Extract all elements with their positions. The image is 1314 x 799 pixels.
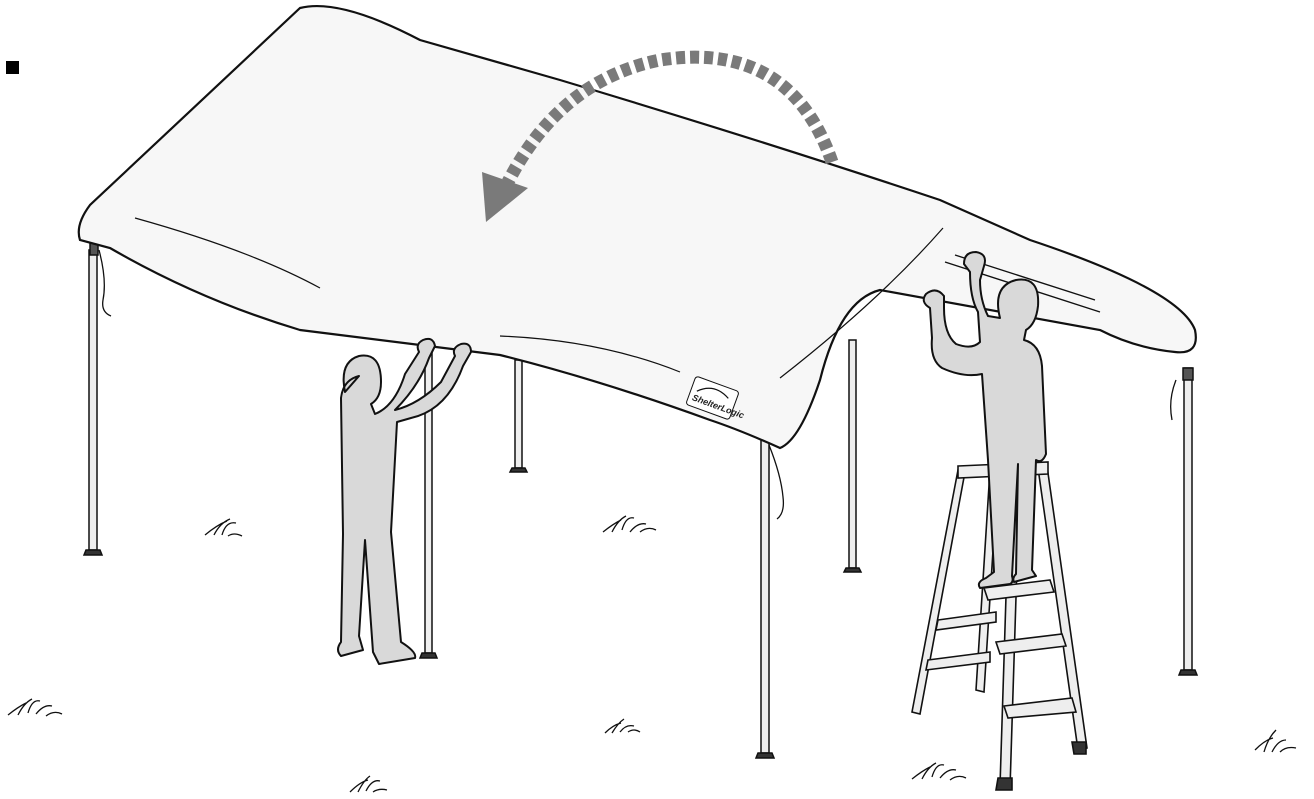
grass-tuft bbox=[603, 516, 656, 532]
leg-front-right bbox=[1184, 368, 1192, 670]
leg-foot bbox=[756, 753, 774, 758]
ladder-step bbox=[1004, 698, 1076, 718]
leg-back-center bbox=[515, 360, 522, 468]
leg-foot bbox=[1179, 670, 1197, 675]
grass-tuft bbox=[605, 719, 640, 733]
leg-foot bbox=[84, 550, 102, 555]
ladder-rail-back bbox=[912, 470, 965, 714]
grass-tuft bbox=[912, 763, 966, 780]
leg-foot bbox=[420, 653, 437, 658]
leg-foot bbox=[510, 468, 527, 472]
leg-front-center bbox=[761, 440, 769, 753]
grass-tufts bbox=[8, 516, 1296, 792]
ladder-foot bbox=[996, 778, 1012, 790]
leg-foot bbox=[844, 568, 861, 572]
grass-tuft bbox=[1255, 730, 1296, 752]
grass-tuft bbox=[350, 776, 387, 792]
leg-back-right bbox=[849, 340, 856, 568]
grass-tuft bbox=[8, 699, 62, 716]
leg-front-left bbox=[89, 250, 97, 550]
leg-front-right-collar bbox=[1183, 368, 1193, 380]
person-left bbox=[338, 339, 471, 664]
ladder-foot bbox=[1072, 742, 1086, 754]
grass-tuft bbox=[205, 519, 242, 536]
